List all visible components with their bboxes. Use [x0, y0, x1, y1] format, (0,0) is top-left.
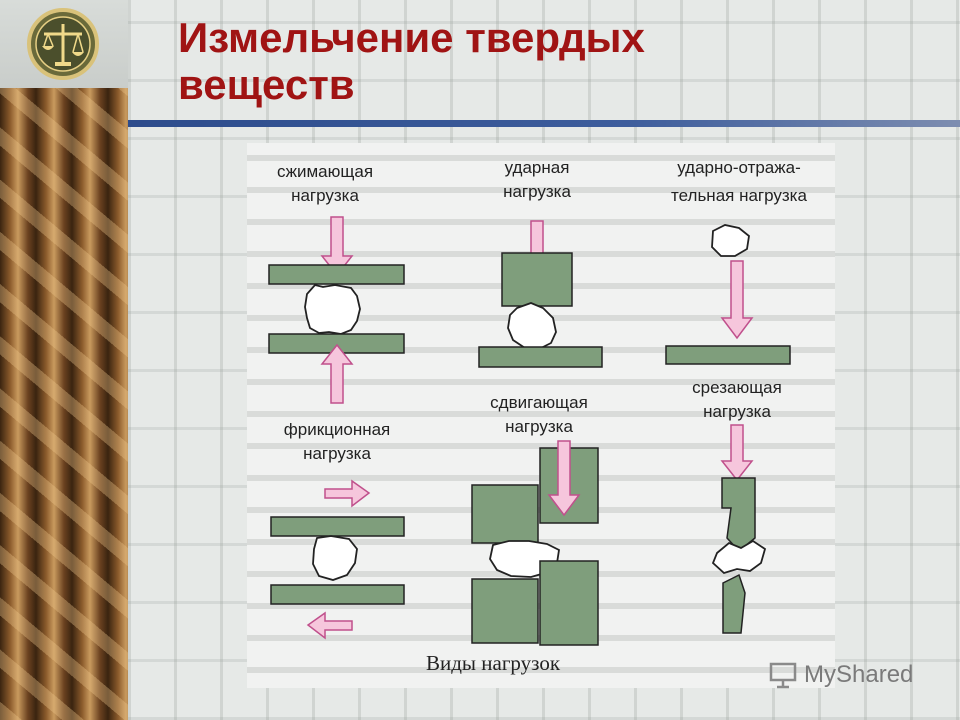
label-impact-reflective-1: ударно-отража- — [677, 158, 801, 177]
logo-area — [0, 0, 128, 88]
label-impact-1: ударная — [505, 158, 570, 177]
label-shear-1: срезающая — [692, 378, 782, 397]
plate-bottom-friction — [270, 584, 405, 605]
block-lower-left-sliding — [471, 578, 539, 644]
arrow-right-friction — [324, 479, 371, 508]
load-types-figure: сжимающая нагрузка ударная нагрузка удар… — [247, 143, 835, 688]
figure-caption: Виды нагрузок — [426, 651, 561, 675]
hammer-impact — [501, 252, 573, 307]
myshared-watermark: MyShared — [768, 658, 938, 692]
plate-top-friction — [270, 516, 405, 537]
label-compressive-1: сжимающая — [277, 162, 373, 181]
arrow-down-impact-reflective — [720, 260, 754, 340]
label-impact-reflective-2: тельная нагрузка — [671, 186, 807, 205]
label-sliding-2: нагрузка — [505, 417, 573, 436]
block-upper-left-sliding — [471, 484, 539, 544]
scales-logo-icon — [27, 8, 99, 80]
label-sliding-1: сдвигающая — [490, 393, 588, 412]
arrow-down-shear — [720, 424, 754, 482]
block-lower-right-sliding — [539, 560, 599, 646]
title-underline — [128, 120, 960, 127]
label-friction-2: нагрузка — [303, 444, 371, 463]
particle-impact-reflective — [711, 224, 750, 257]
particle-compressive — [304, 283, 361, 335]
plate-bottom-impact — [478, 346, 603, 368]
arrow-left-friction — [306, 611, 353, 640]
label-friction-1: фрикционная — [284, 420, 391, 439]
particle-impact — [507, 302, 557, 350]
plate-impact-reflective — [665, 345, 791, 365]
particle-shear — [711, 539, 767, 575]
decorative-pipes-panel — [0, 88, 128, 720]
label-impact-2: нагрузка — [503, 182, 571, 201]
arrow-up-compressive — [320, 343, 354, 404]
watermark-text: MyShared — [804, 661, 914, 688]
label-shear-2: нагрузка — [703, 402, 771, 421]
arrow-down-sliding — [547, 440, 581, 517]
particle-friction — [312, 535, 358, 581]
label-compressive-2: нагрузка — [291, 186, 359, 205]
plate-top-compressive — [268, 264, 405, 285]
presentation-icon — [769, 662, 797, 689]
blade-lower-shear — [722, 573, 746, 634]
slide-title: Измельчение твердых веществ — [178, 14, 645, 108]
